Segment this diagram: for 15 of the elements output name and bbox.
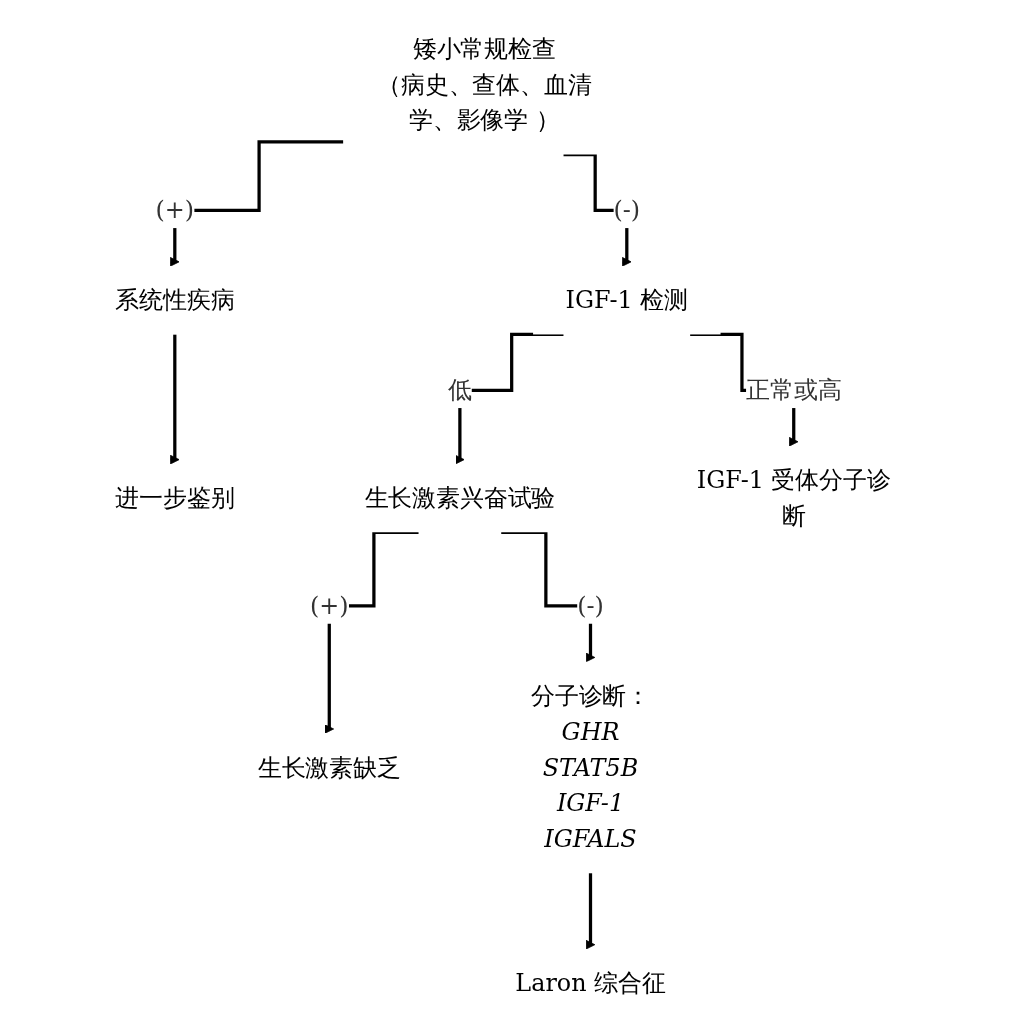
edge-label: (-)	[613, 196, 641, 224]
node-text: 矮小常规检查 （病史、查体、血清学、影像学 ）	[377, 34, 592, 134]
edge-label: 低	[448, 376, 473, 404]
edge-label: (-)	[577, 591, 605, 620]
node-text: 生长激素缺乏	[258, 753, 402, 781]
edge-label: (+)	[310, 591, 349, 620]
node-text: 分子诊断： GHR STAT5B IGF-1 IGFALS	[531, 681, 651, 853]
arrow	[586, 871, 596, 949]
node-text: Laron 综合征	[515, 969, 666, 997]
arrow	[170, 332, 180, 464]
node-text: 进一步鉴别	[115, 484, 235, 512]
edge-label: (+)	[155, 196, 195, 224]
edge-label: 正常或高	[746, 376, 842, 404]
node-text: 系统性疾病	[115, 286, 235, 314]
node-text: IGF-1 受体分子诊断	[697, 466, 892, 530]
